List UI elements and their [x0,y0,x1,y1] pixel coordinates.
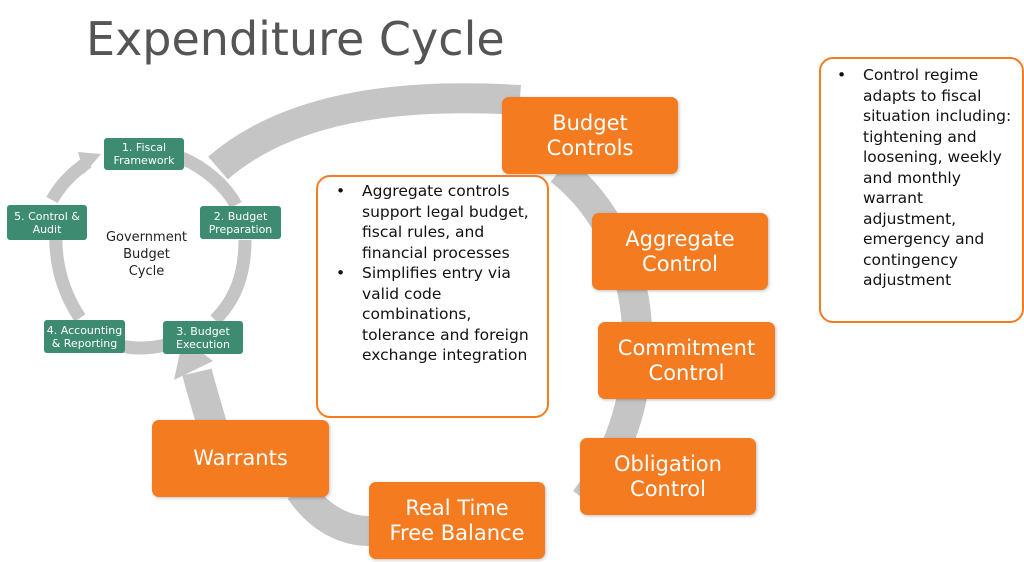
gov-step-control-audit: 5. Control & Audit [7,205,87,240]
step-aggregate-control: Aggregate Control [592,213,768,290]
step-obligation-control: Obligation Control [580,438,756,515]
right-note: Control regime adapts to fiscal situatio… [819,57,1024,323]
right-note-list: Control regime adapts to fiscal situatio… [829,65,1016,291]
gov-step-budget-execution: 3. Budget Execution [163,321,243,354]
center-note-item: Aggregate controls support legal budget,… [328,181,539,263]
center-note-item: Simplifies entry via valid code combinat… [328,263,539,366]
page-title: Expenditure Cycle [86,12,505,66]
main-cycle-arc-upper [208,83,521,180]
gov-cycle-arrowhead [78,152,101,174]
gov-cycle-center-label: Government Budget Cycle [105,230,188,279]
main-cycle-arc-left [182,368,227,430]
gov-step-budget-preparation: 2. Budget Preparation [200,206,281,239]
right-note-item: Control regime adapts to fiscal situatio… [829,65,1016,291]
step-commitment-control: Commitment Control [598,322,775,399]
gov-step-accounting-reporting: 4. Accounting & Reporting [44,320,125,353]
center-note-list: Aggregate controls support legal budget,… [328,181,539,366]
step-warrants: Warrants [152,420,329,497]
step-real-time-free-balance: Real Time Free Balance [369,482,545,559]
gov-cycle-arc-bottom [116,338,167,355]
gov-cycle-arc-right [210,239,252,325]
gov-step-fiscal-framework: 1. Fiscal Framework [104,138,184,170]
gov-cycle-arc-topright [179,152,242,209]
step-budget-controls: Budget Controls [502,97,678,174]
center-note: Aggregate controls support legal budget,… [316,175,549,418]
